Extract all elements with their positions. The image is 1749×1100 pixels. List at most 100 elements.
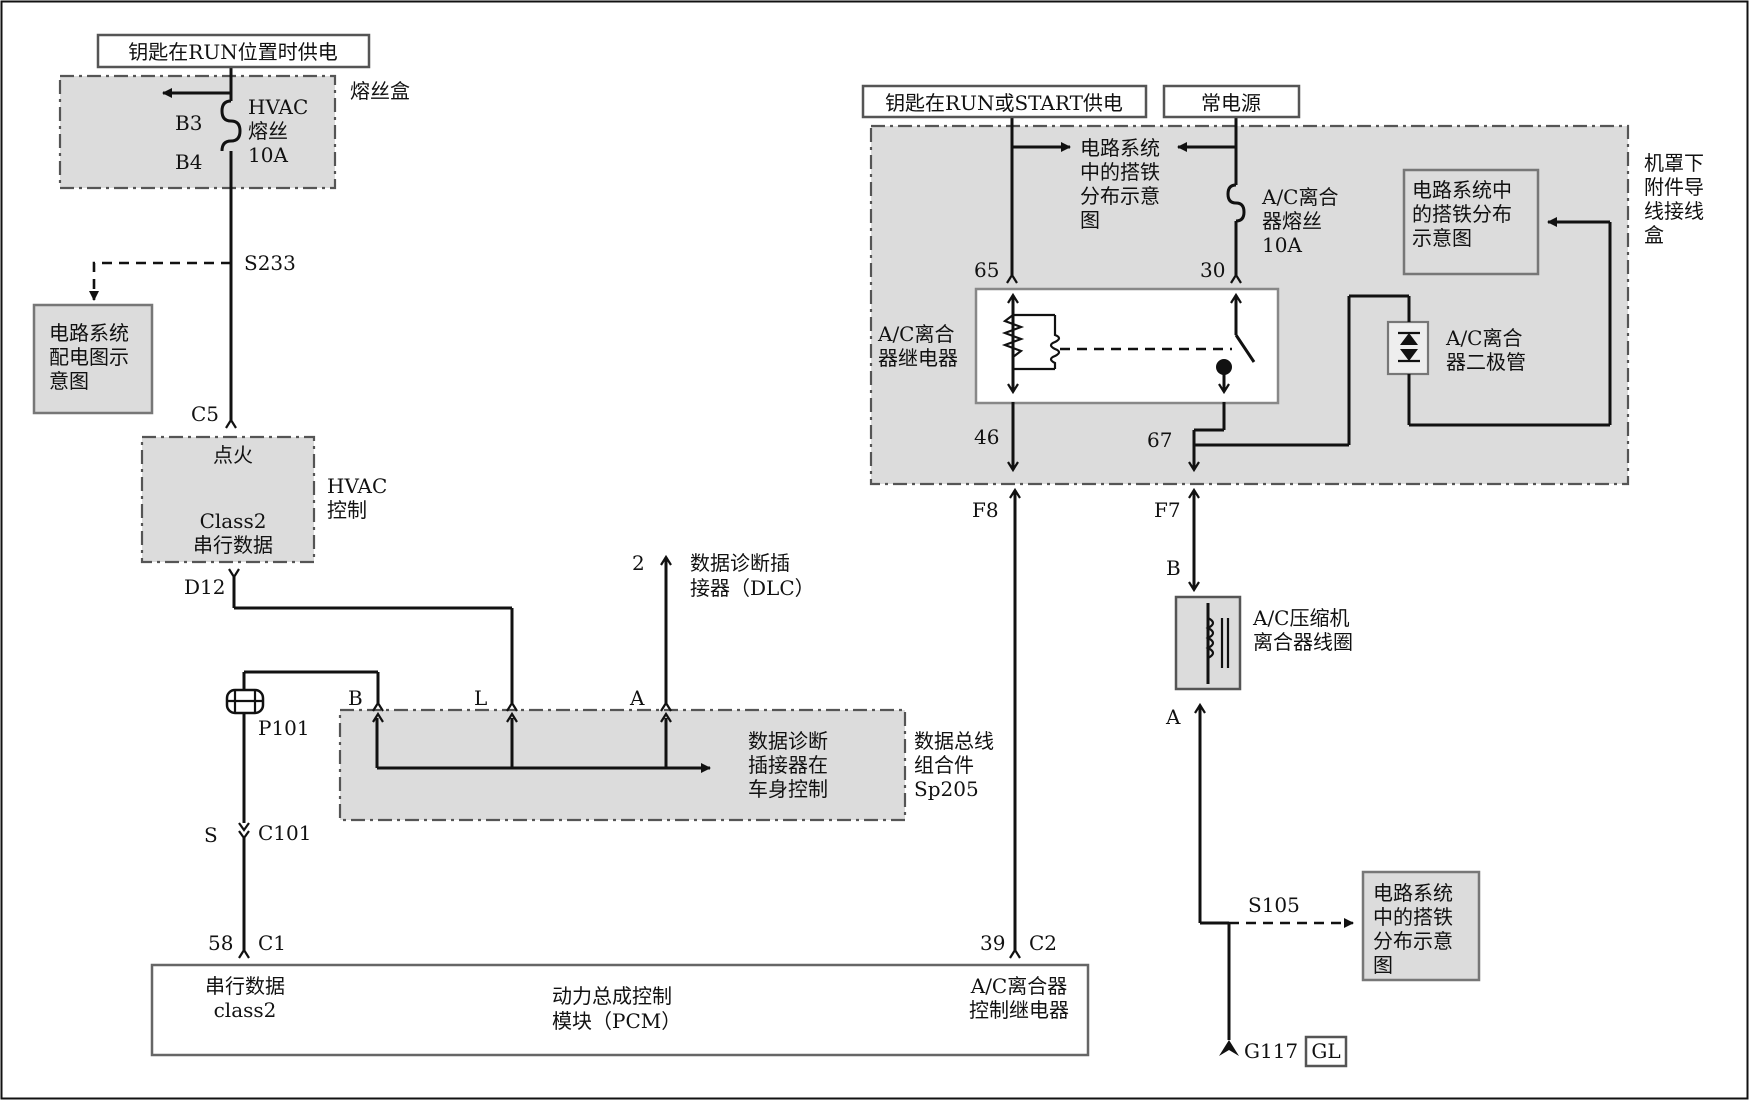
ground-ref-right-1: 电路系统 xyxy=(1373,881,1453,905)
p101-connector-symbol xyxy=(225,688,265,715)
underhood-title-3: 线接线 xyxy=(1644,199,1704,223)
fuse-box-zone xyxy=(58,74,337,190)
ground-ref-right-2: 中的搭铁 xyxy=(1373,905,1453,929)
pcm-title-2: 模块（PCM） xyxy=(552,1009,681,1033)
ground-ref-box-1: 电路系统中 xyxy=(1412,178,1512,202)
ac-relay-box xyxy=(974,287,1280,405)
connector-p101: P101 xyxy=(258,716,310,740)
dlc-title-2: 接器（DLC） xyxy=(690,576,815,600)
data-bus-pin-l: L xyxy=(474,686,487,710)
ground-ref-right-4: 图 xyxy=(1373,953,1393,977)
relay-pin-46: 46 xyxy=(974,425,999,449)
fuse-box-title: 熔丝盒 xyxy=(350,79,410,103)
relay-pin-30: 30 xyxy=(1200,258,1225,282)
compressor-title-1: A/C压缩机 xyxy=(1252,606,1349,630)
hvac-control-title-1: HVAC xyxy=(327,474,387,498)
ground-gl-label: GL xyxy=(1311,1039,1340,1063)
pcm-relay-label-1: A/C离合器 xyxy=(970,974,1067,998)
constant-power-label: 常电源 xyxy=(1201,91,1261,115)
relay-pin-67: 67 xyxy=(1147,428,1172,452)
data-bus-inner-2: 插接器在 xyxy=(748,753,828,777)
ground-g117: G117 xyxy=(1244,1039,1298,1063)
compressor-pin-a: A xyxy=(1165,705,1181,729)
data-bus-title-1: 数据总线 xyxy=(914,729,994,753)
ac-relay-label-1: A/C离合 xyxy=(877,322,954,346)
ac-diode-label-1: A/C离合 xyxy=(1445,326,1522,350)
ground-ref-box-2: 的搭铁分布 xyxy=(1412,202,1512,226)
underhood-title-2: 附件导 xyxy=(1644,175,1704,199)
ground-ref-top-1: 电路系统 xyxy=(1080,136,1160,160)
pcm-pin-39: 39 xyxy=(980,931,1005,955)
connector-f8: F8 xyxy=(972,498,999,522)
dlc-title-1: 数据诊断插 xyxy=(690,551,790,575)
ground-reference-box-right xyxy=(1361,870,1481,982)
connector-f7: F7 xyxy=(1154,498,1181,522)
ground-ref-top-4: 图 xyxy=(1080,208,1100,232)
pcm-serial-label-2: class2 xyxy=(214,998,277,1022)
hvac-connector-c5: C5 xyxy=(191,402,219,426)
ground-ref-left-2: 配电图示 xyxy=(49,345,129,369)
splice-s105: S105 xyxy=(1248,893,1300,917)
ground-reference-box-inner xyxy=(1402,168,1540,276)
key-run-power-label: 钥匙在RUN位置时供电 xyxy=(128,40,337,64)
ground-ref-left-1: 电路系统 xyxy=(49,321,129,345)
connector-pin-s: S xyxy=(204,823,218,847)
ground-ref-box-3: 示意图 xyxy=(1412,226,1472,250)
data-bus-pin-b: B xyxy=(348,686,363,710)
left-wiring xyxy=(89,54,711,950)
left-connector-marks xyxy=(225,417,672,959)
hvac-fuse-label-2: 熔丝 xyxy=(248,119,288,143)
ground-ref-right-3: 分布示意 xyxy=(1373,929,1453,953)
fuse-box-terminal-b3: B3 xyxy=(175,111,202,135)
data-bus-inner-1: 数据诊断 xyxy=(748,729,828,753)
ac-fuse-label-3: 10A xyxy=(1262,233,1302,257)
ground-ref-left-3: 意图 xyxy=(49,369,89,393)
pcm-relay-label-2: 控制继电器 xyxy=(969,998,1069,1022)
key-run-start-power-label: 钥匙在RUN或START供电 xyxy=(885,91,1123,115)
pcm-connector-c2: C2 xyxy=(1029,931,1057,955)
pcm-pin-58: 58 xyxy=(208,931,233,955)
fuse-box-terminal-b4: B4 xyxy=(175,150,202,174)
splice-s233: S233 xyxy=(244,251,296,275)
hvac-fuse-label-3: 10A xyxy=(248,143,288,167)
hvac-ignition-label: 点火 xyxy=(213,443,253,467)
ac-diode-label-2: 器二极管 xyxy=(1446,350,1526,374)
underhood-title-4: 盒 xyxy=(1644,223,1664,247)
key-run-power-tag xyxy=(96,33,371,69)
ground-ref-top-3: 分布示意 xyxy=(1080,184,1160,208)
ground-gl-tag xyxy=(1304,1035,1348,1068)
data-bus-inner-3: 车身控制 xyxy=(748,777,828,801)
ac-fuse-label-1: A/C离合 xyxy=(1261,185,1338,209)
right-connector-marks xyxy=(1006,272,1242,1056)
hvac-class2-label-2: 串行数据 xyxy=(193,533,273,557)
relay-pin-65: 65 xyxy=(974,258,999,282)
pcm-serial-label-1: 串行数据 xyxy=(205,974,285,998)
data-bus-zone xyxy=(338,708,907,822)
data-bus-title-3: Sp205 xyxy=(914,777,979,801)
hvac-class2-label-1: Class2 xyxy=(200,509,267,533)
underhood-title-1: 机罩下 xyxy=(1644,151,1704,175)
right-wiring xyxy=(1001,117,1612,1040)
ac-diode-symbol xyxy=(1398,331,1420,363)
compressor-pin-b: B xyxy=(1166,556,1181,580)
pcm-box xyxy=(150,963,1090,1057)
hvac-control-zone xyxy=(140,435,316,564)
data-bus-title-2: 组合件 xyxy=(914,753,974,777)
data-bus-pin-a: A xyxy=(629,686,645,710)
pcm-title-1: 动力总成控制 xyxy=(552,984,672,1008)
ac-fuse-label-2: 器熔丝 xyxy=(1262,209,1322,233)
ground-reference-box-left xyxy=(32,303,154,415)
key-run-start-power-tag xyxy=(861,84,1148,119)
constant-power-tag xyxy=(1162,84,1301,119)
compressor-title-2: 离合器线圈 xyxy=(1253,630,1353,654)
ground-ref-top-2: 中的搭铁 xyxy=(1080,160,1160,184)
hvac-fuse-label-1: HVAC xyxy=(248,95,308,119)
hvac-control-title-2: 控制 xyxy=(327,498,367,522)
dlc-pin-2: 2 xyxy=(632,551,645,575)
ac-relay-label-2: 器继电器 xyxy=(878,346,958,370)
pcm-connector-c1: C1 xyxy=(258,931,286,955)
ac-diode-box xyxy=(1386,320,1430,376)
connector-c101: C101 xyxy=(258,821,311,845)
